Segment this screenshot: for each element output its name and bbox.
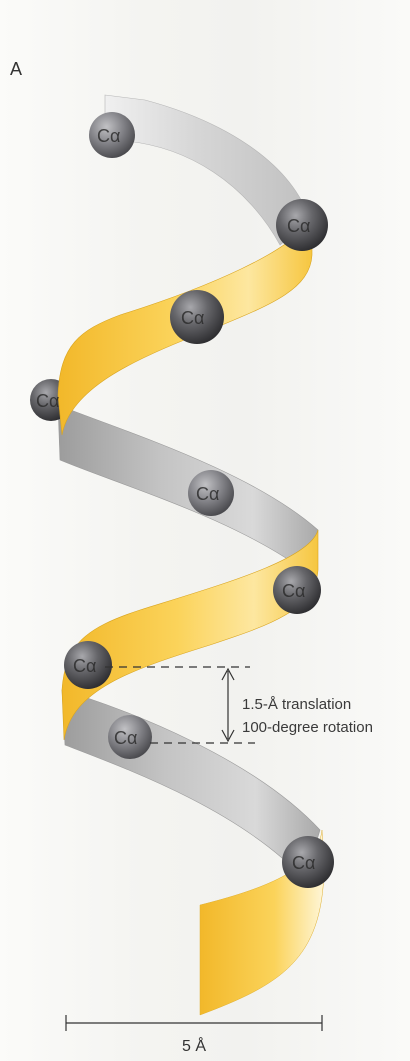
rotation-label: 100-degree rotation bbox=[242, 719, 373, 736]
calpha-label-3: Cα bbox=[36, 391, 59, 411]
calpha-label-5: Cα bbox=[196, 484, 219, 504]
scale-bar: 5 Å bbox=[66, 1015, 322, 1055]
calpha-label-8: Cα bbox=[73, 656, 96, 676]
calpha-label-4: Cα bbox=[181, 308, 204, 328]
helix-ribbon-back-2 bbox=[58, 405, 318, 575]
panel-label: A bbox=[10, 59, 22, 79]
calpha-label-6: Cα bbox=[282, 581, 305, 601]
scale-bar-label: 5 Å bbox=[182, 1036, 206, 1055]
calpha-label-9: Cα bbox=[292, 853, 315, 873]
calpha-label-1: Cα bbox=[97, 126, 120, 146]
calpha-label-7: Cα bbox=[114, 728, 137, 748]
translation-label: 1.5-Å translation bbox=[242, 696, 351, 713]
calpha-label-2: Cα bbox=[287, 216, 310, 236]
